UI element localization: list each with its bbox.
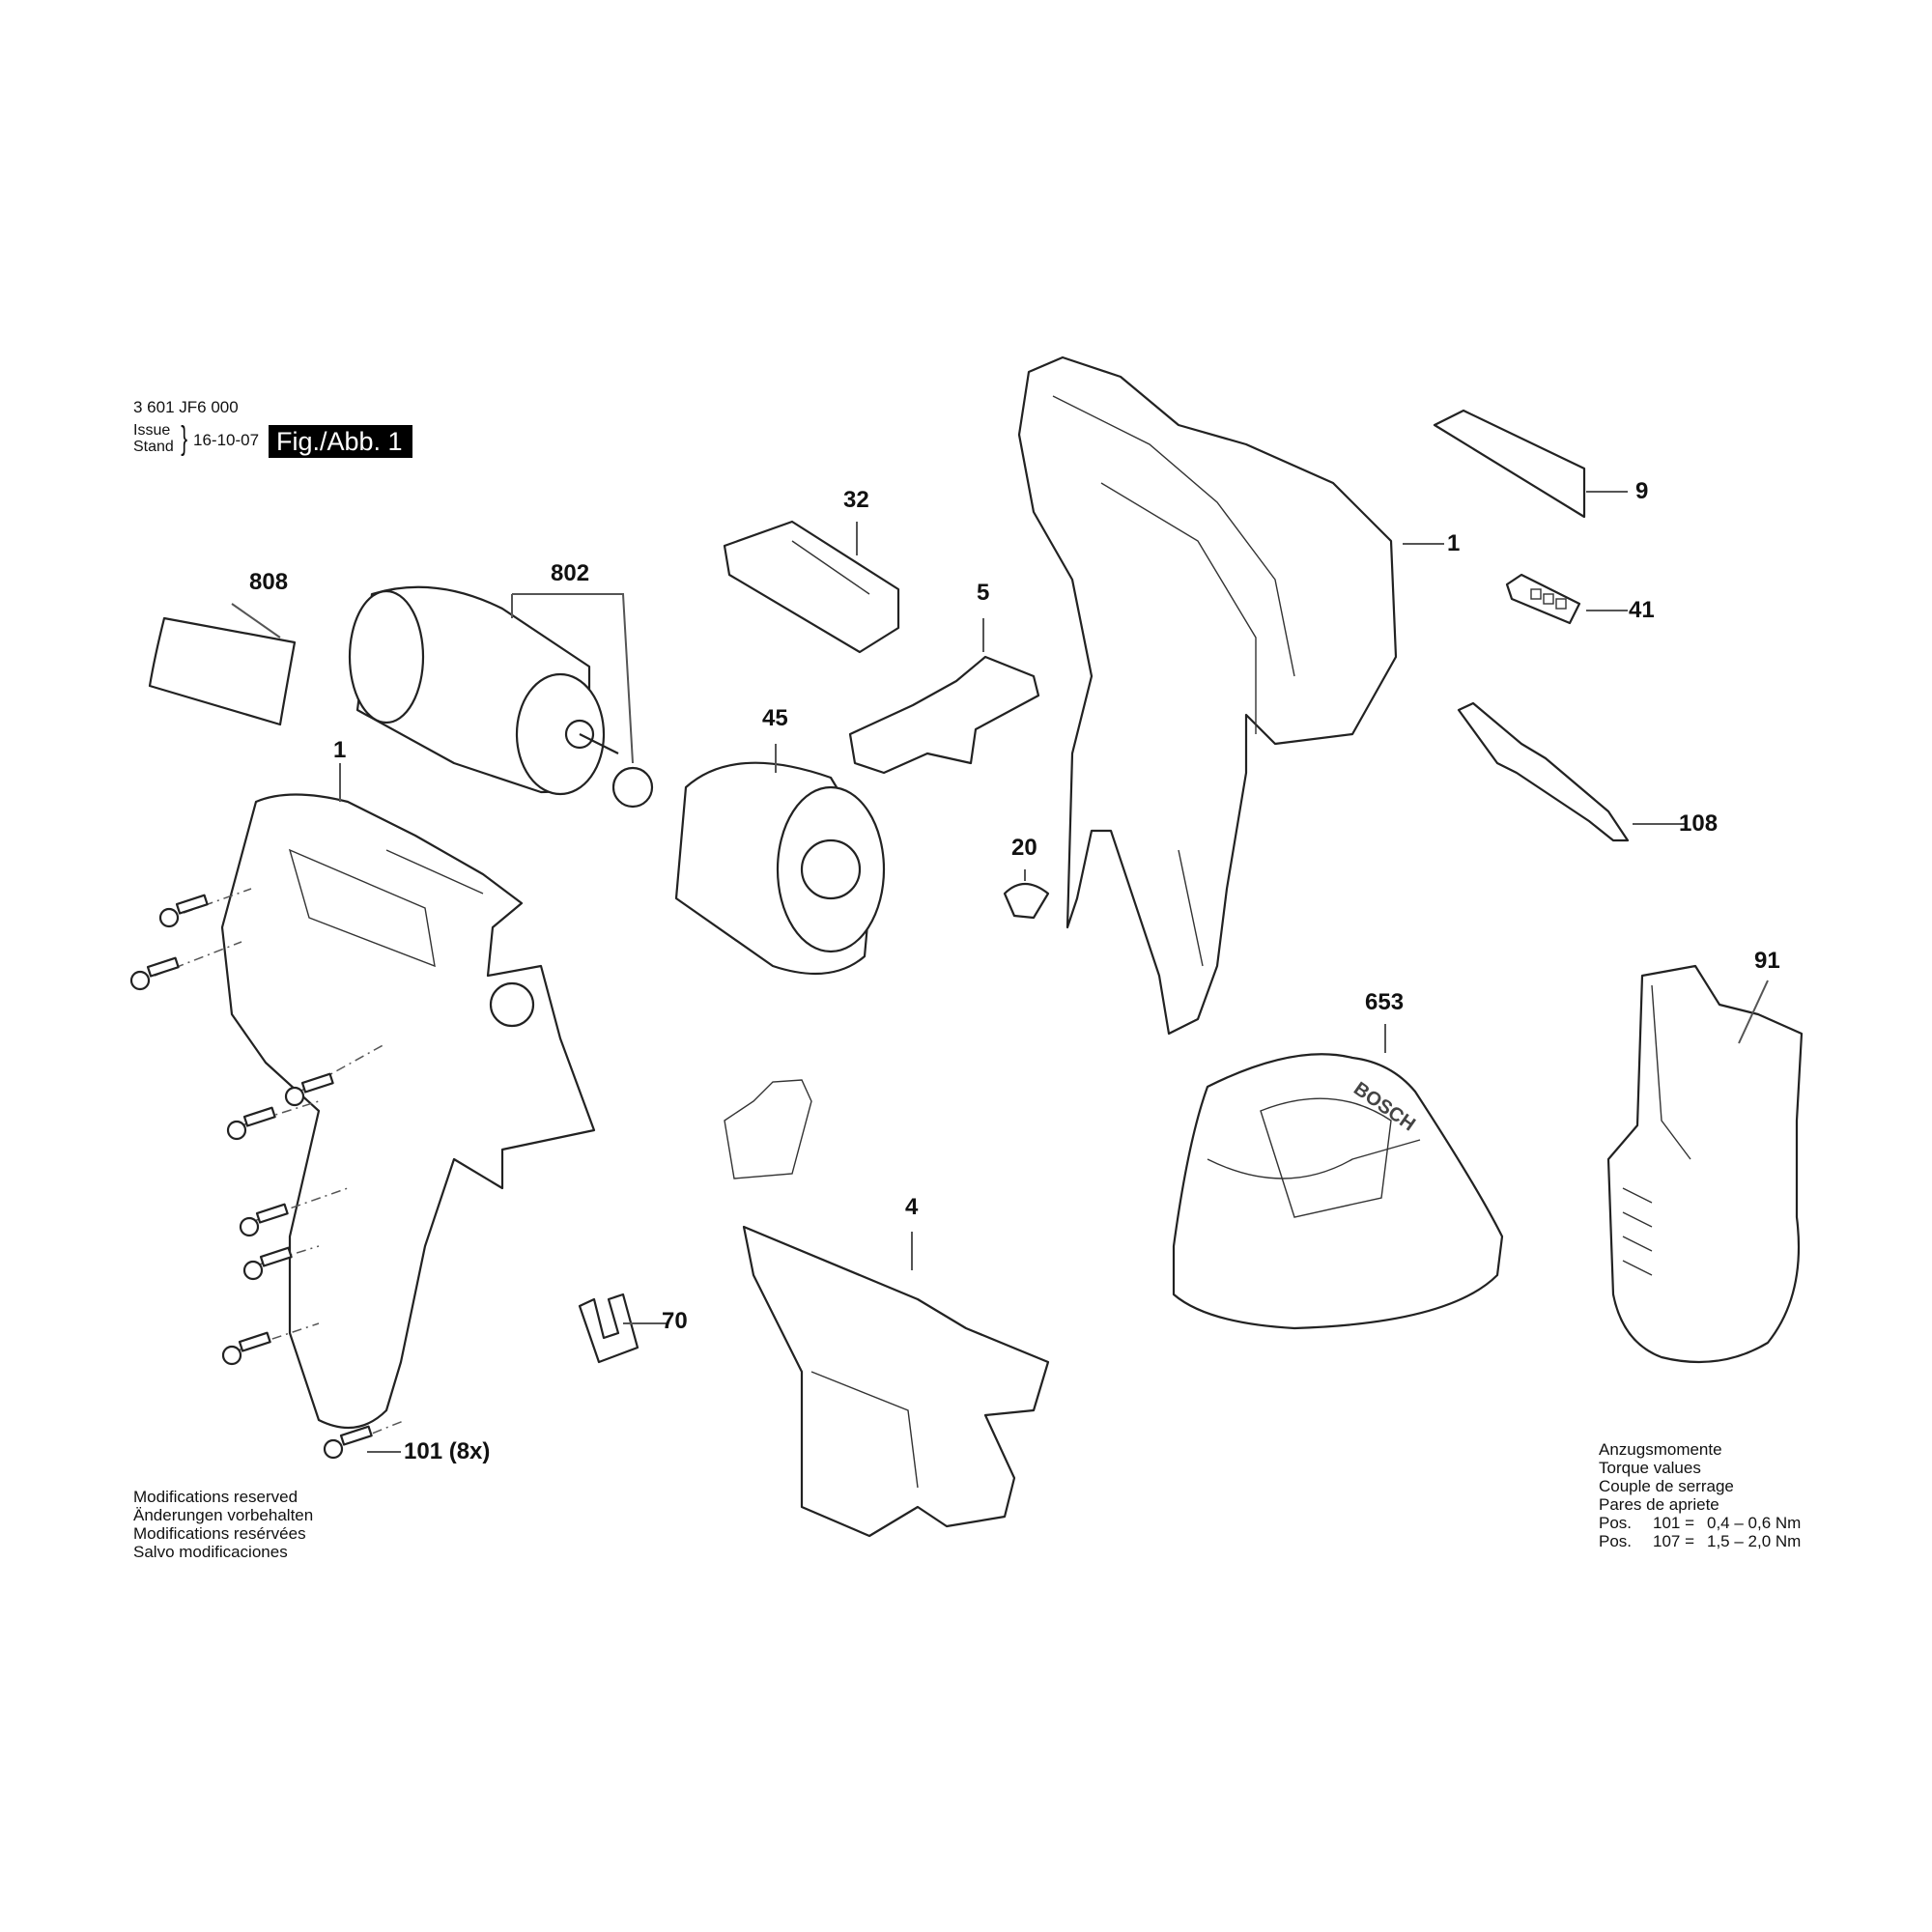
callout-41: 41 (1629, 597, 1655, 623)
issue-date: 16-10-07 (193, 431, 260, 449)
part-number: 3 601 JF6 000 (133, 398, 239, 416)
callout-32: 32 (843, 487, 869, 513)
part-70-clip (578, 1293, 667, 1364)
torque-pos: 101 = (1653, 1514, 1695, 1532)
issue-label: Issue (133, 422, 171, 439)
brace: } (181, 420, 188, 457)
torque-prefix: Pos. (1599, 1532, 1633, 1550)
part-32-slider (723, 520, 900, 654)
part-20-knob (1003, 869, 1050, 920)
part-5-lever (848, 618, 1040, 775)
part-808-label-sheet (148, 603, 297, 726)
callout-9: 9 (1635, 478, 1649, 504)
torque-title-en: Torque values (1599, 1459, 1701, 1477)
callout-101: 101 (8x) (404, 1438, 491, 1464)
torque-row-107: Pos. 107 = 1,5 – 2,0 Nm (1599, 1532, 1801, 1550)
figure-label: Fig./Abb. 1 (269, 425, 412, 458)
modifications-fr: Modifications resérvées (133, 1524, 306, 1543)
part-4-switch (724, 1079, 1050, 1538)
modifications-notice: Modifications reserved Änderungen vorbeh… (133, 1488, 313, 1561)
callout-802: 802 (551, 560, 590, 586)
part-802-motor (348, 585, 654, 809)
part-41-small-label (1505, 573, 1628, 625)
part-1-left-housing (220, 763, 596, 1430)
part-1-right-housing (1017, 355, 1444, 1036)
callout-4: 4 (905, 1194, 919, 1220)
callout-20: 20 (1011, 835, 1037, 861)
torque-title-fr: Couple de serrage (1599, 1477, 1734, 1495)
callout-808: 808 (249, 569, 289, 595)
callout-5: 5 (977, 580, 990, 606)
torque-title-de: Anzugsmomente (1599, 1440, 1722, 1459)
modifications-en: Modifications reserved (133, 1488, 298, 1506)
part-108-bit (1457, 701, 1686, 842)
modifications-de: Änderungen vorbehalten (133, 1506, 314, 1524)
issue-stand-labels: Issue Stand (133, 422, 174, 455)
part-45-gearbox (674, 744, 886, 976)
modifications-es: Salvo modificaciones (133, 1543, 288, 1561)
callout-45: 45 (762, 705, 788, 731)
callout-108: 108 (1679, 810, 1719, 837)
stand-label: Stand (133, 439, 174, 455)
callout-91: 91 (1754, 948, 1780, 974)
callout-1-left: 1 (333, 737, 347, 763)
torque-prefix: Pos. (1599, 1514, 1633, 1532)
torque-range: 1,5 – 2,0 Nm (1707, 1532, 1802, 1550)
callout-70: 70 (662, 1308, 688, 1334)
callout-653: 653 (1365, 989, 1405, 1015)
part-653-charger: BOSCH (1172, 1024, 1504, 1330)
part-101-screws (129, 888, 407, 1460)
torque-title-es: Pares de apriete (1599, 1495, 1719, 1514)
part-9-label (1433, 409, 1628, 519)
torque-range: 0,4 – 0,6 Nm (1707, 1514, 1802, 1532)
torque-values: Anzugsmomente Torque values Couple de se… (1599, 1440, 1801, 1550)
torque-row-101: Pos. 101 = 0,4 – 0,6 Nm (1599, 1514, 1801, 1532)
torque-pos: 107 = (1653, 1532, 1695, 1550)
callout-1-right: 1 (1447, 530, 1461, 556)
part-91-battery (1606, 964, 1804, 1364)
